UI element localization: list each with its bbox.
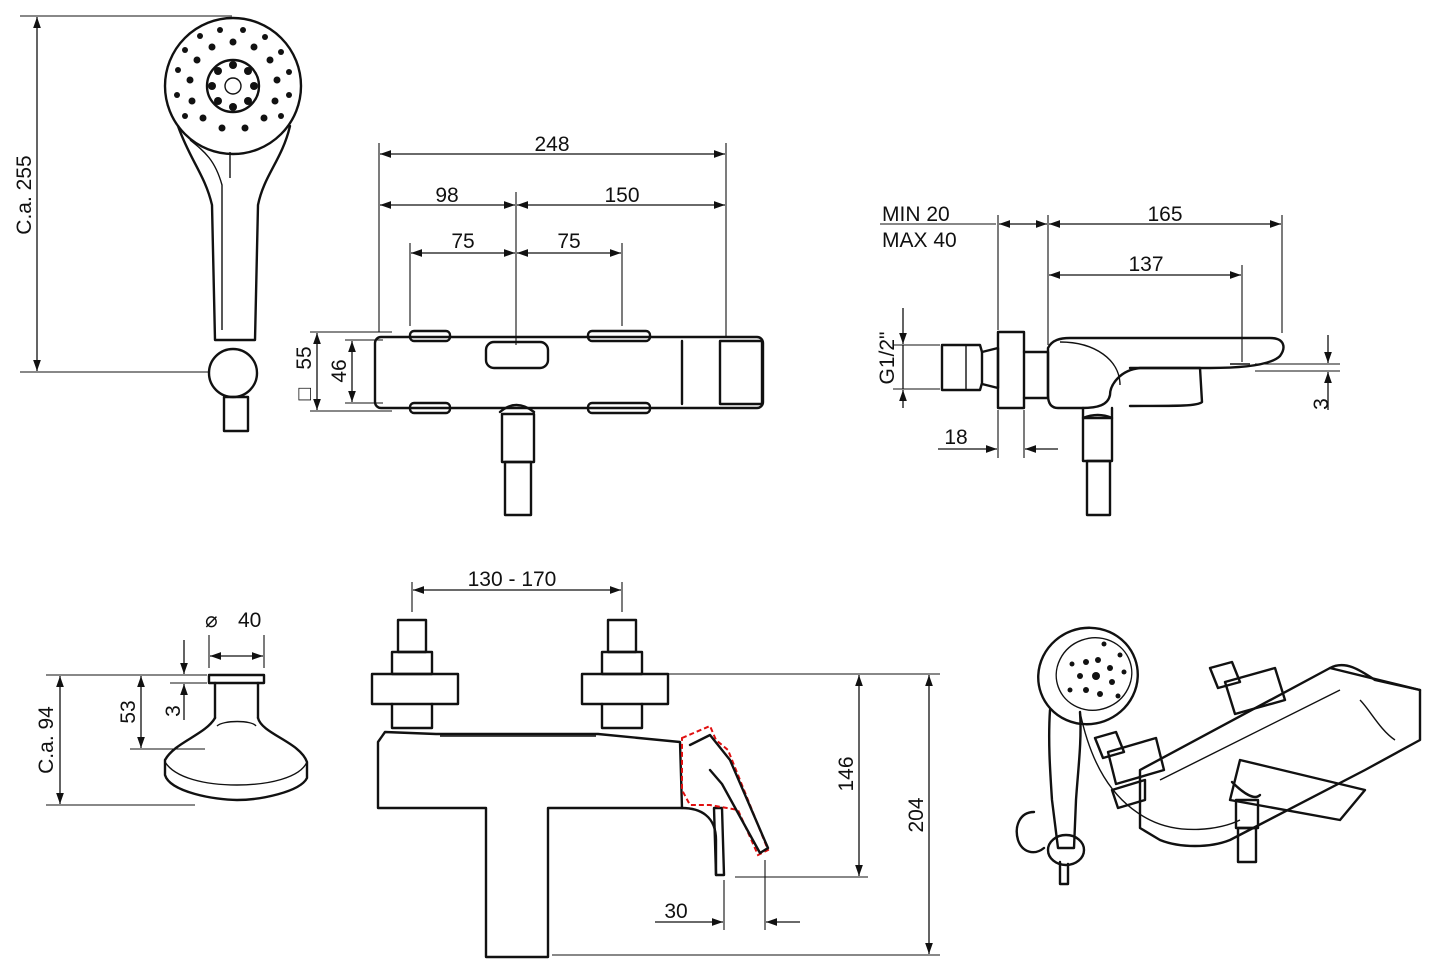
dim-label-min: MIN 20 xyxy=(882,203,950,226)
dim-label-18: 18 xyxy=(944,426,967,449)
hose-connector-nut xyxy=(498,403,536,414)
mixer-side-body xyxy=(1046,336,1285,410)
lever-highlight xyxy=(681,724,770,857)
iso-inlet-front-rosette xyxy=(1106,736,1166,786)
iso-thermostat-detail xyxy=(1359,699,1396,741)
iso-mixer-body xyxy=(1138,666,1422,848)
dim-label-53: 53 xyxy=(117,700,140,723)
wall-eccentric-left xyxy=(940,343,984,392)
shower-head-top-cap xyxy=(207,673,266,685)
dim-label-30: 30 xyxy=(664,900,687,923)
wall-eccentric-cone xyxy=(980,346,1000,390)
mixer-handle-top-right xyxy=(586,329,652,343)
inlet-left-neck xyxy=(390,702,434,730)
dim-label-165: 165 xyxy=(1147,203,1182,226)
dim-label-150: 150 xyxy=(604,184,639,207)
inlet-left-rosette xyxy=(370,672,460,706)
iso-wall-bracket xyxy=(1015,810,1046,854)
hose-stub xyxy=(503,460,533,517)
iso-mixer-edge-top xyxy=(1159,689,1341,781)
shower-handle-outline xyxy=(176,124,292,342)
diverter-button xyxy=(484,340,550,370)
mixer-body xyxy=(373,335,765,410)
iso-shower-holder xyxy=(1046,833,1086,867)
body-handle-curve xyxy=(680,806,718,877)
dim-label-248: 248 xyxy=(534,133,569,156)
iso-shower-head xyxy=(1037,626,1139,726)
dim-label-55: 55 xyxy=(293,346,316,369)
dim-label-3-side: 3 xyxy=(1310,398,1333,410)
dim-label-204: 204 xyxy=(905,797,928,832)
wall-holder-stem xyxy=(222,395,250,433)
dim-label-255: C.a. 255 xyxy=(13,155,36,234)
dim-label-thread: G1/2" xyxy=(876,332,899,385)
mixer-side-curve xyxy=(1059,341,1121,386)
iso-shower-nozzles xyxy=(1067,641,1127,699)
thermostat-handle xyxy=(718,339,764,406)
wall-holder-ring xyxy=(207,347,259,399)
dim-label-3-step: 3 xyxy=(162,705,185,717)
mixer-installation-view: 130 - 170 146 204 30 xyxy=(370,568,940,959)
dim-label-75-right: 75 xyxy=(557,230,580,253)
mixer-handle-bottom-left xyxy=(408,401,452,415)
shower-head-body xyxy=(163,716,309,802)
hose-connector xyxy=(500,412,536,464)
isometric-view xyxy=(1015,626,1422,886)
iso-shower-handle xyxy=(1047,708,1082,850)
iso-spout xyxy=(1228,758,1367,822)
mixer-handle-bottom-right xyxy=(586,401,652,415)
inlet-right-neck xyxy=(600,702,644,730)
inlet-right-nut xyxy=(600,650,644,676)
inlet-right-top xyxy=(606,618,638,654)
iso-inlet-back-cap xyxy=(1208,660,1242,690)
side-hose-connector xyxy=(1081,416,1114,463)
shower-head-face-edge xyxy=(164,761,308,786)
wall-flange xyxy=(996,330,1026,410)
shower-head-neck xyxy=(213,681,260,720)
iso-thermostat-handle xyxy=(1328,663,1422,692)
shower-head-outline xyxy=(163,16,303,156)
side-hose-stub xyxy=(1085,459,1112,517)
mixer-handle-top-left xyxy=(408,329,452,343)
inlet-left-nut xyxy=(390,650,434,676)
spout-underside xyxy=(1128,366,1204,408)
inlet-left-top xyxy=(396,618,428,654)
iso-hose xyxy=(1079,711,1241,831)
lever-outline xyxy=(688,733,770,855)
mixer-front-view: 248 98 150 75 75 55 46 □ xyxy=(293,133,765,517)
inlet-right-rosette xyxy=(580,672,670,706)
dim-label-98: 98 xyxy=(435,184,458,207)
square-symbol: □ xyxy=(293,387,316,400)
shower-spray-nozzles xyxy=(174,27,292,132)
dim-label-146: 146 xyxy=(835,756,858,791)
connector-nut xyxy=(1022,350,1050,400)
diameter-symbol: ⌀ xyxy=(205,609,218,632)
dim-label-94: C.a. 94 xyxy=(35,706,58,774)
dim-label-130-170: 130 - 170 xyxy=(468,568,557,591)
mixer-side-view: MIN 20 MAX 40 165 137 G1/2" 3 18 xyxy=(876,203,1340,517)
iso-inlet-back-rosette xyxy=(1223,666,1287,716)
iso-holder-stem xyxy=(1058,860,1070,886)
dim-label-max: MAX 40 xyxy=(882,229,957,252)
iso-inlet-front-neck xyxy=(1110,778,1147,810)
shower-head-neck-curve xyxy=(216,720,257,727)
dim-label-75-left: 75 xyxy=(451,230,474,253)
iso-spout-outlet xyxy=(1230,780,1262,799)
dim-label-46: 46 xyxy=(328,359,351,382)
shower-handle-inner-edge xyxy=(189,139,223,330)
mixer-installation-body xyxy=(376,730,684,959)
shower-head-side-view: ⌀ 40 C.a. 94 53 3 xyxy=(35,609,309,806)
hand-shower-front-view: C.a. 255 xyxy=(13,15,303,433)
iso-hose-stub xyxy=(1236,826,1258,864)
dim-label-137: 137 xyxy=(1128,253,1163,276)
dim-label-40: 40 xyxy=(238,609,261,632)
side-connector-cap xyxy=(1081,406,1114,420)
iso-inlet-front-cap xyxy=(1093,730,1126,760)
